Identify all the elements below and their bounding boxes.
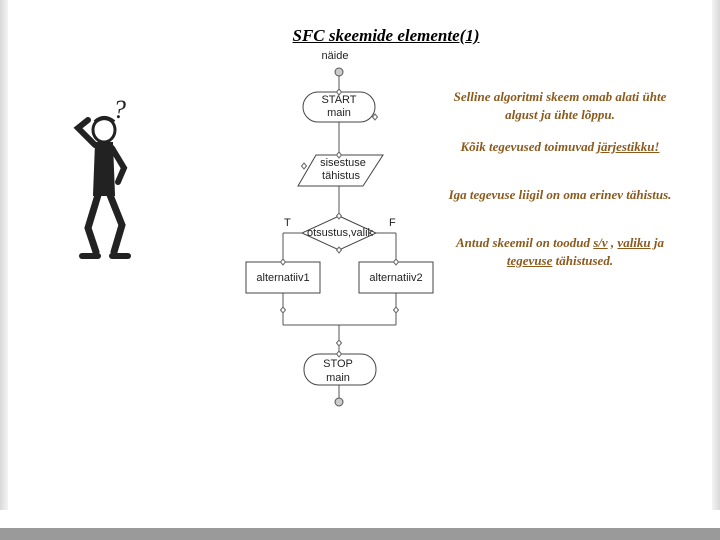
start-label-line1: START	[321, 94, 356, 106]
port-marker	[279, 306, 287, 314]
alternative1-label: alternatiiv1	[256, 272, 309, 284]
port-marker	[335, 151, 343, 159]
port-marker	[335, 246, 343, 254]
sequential-emphasis: järjestikku!	[597, 139, 660, 154]
action-term: tegevuse	[506, 253, 553, 268]
note-sequential-text: Kõik tegevused toimuvad	[460, 139, 598, 154]
port-marker	[300, 162, 308, 170]
port-marker	[335, 350, 343, 358]
port-marker	[392, 258, 400, 266]
port-marker	[335, 88, 343, 96]
right-edge-decoration	[712, 0, 720, 510]
start-node-dot	[334, 67, 344, 77]
top-label: näide	[322, 50, 349, 62]
port-marker	[335, 212, 343, 220]
port-marker	[392, 306, 400, 314]
selection-term: valiku	[617, 235, 651, 250]
end-node-dot	[334, 397, 344, 407]
alternative2-label: alternatiiv2	[369, 272, 422, 284]
stop-label-line1: STOP	[323, 358, 353, 370]
note-shown-symbols: Antud skeemil on toodud s/v , valiku ja …	[445, 234, 675, 270]
port-marker	[335, 339, 343, 347]
port-marker	[279, 258, 287, 266]
decision-label: otsustus,valik	[307, 227, 374, 239]
note-shown-sep2: ja	[650, 235, 665, 250]
left-edge-decoration	[0, 0, 8, 510]
note-distinct-symbols: Iga tegevuse liigil on oma erinev tähist…	[448, 187, 672, 202]
slide-title: SFC skeemide elemente(1)	[292, 26, 480, 45]
note-sequential: Kõik tegevused toimuvad järjestikku!	[445, 138, 675, 156]
note-single-start-end: Selline algoritmi skeem omab alati ühte …	[453, 89, 667, 122]
note-shown-suffix: tähistused.	[552, 253, 614, 268]
alternative1-box	[245, 261, 321, 294]
false-branch-label: F	[389, 217, 396, 229]
note-shown-sep1: ,	[607, 235, 618, 250]
true-branch-label: T	[284, 217, 291, 229]
port-marker	[371, 113, 379, 121]
note-shown-prefix: Antud skeemil on toodud	[455, 235, 594, 250]
io-term: s/v	[593, 235, 608, 250]
question-mark: ?	[113, 95, 126, 124]
input-label-line1: sisestuse	[320, 157, 366, 169]
start-label-line2: main	[327, 107, 351, 119]
stop-label-line2: main	[326, 372, 350, 384]
input-parallelogram	[297, 154, 384, 187]
figure-icon	[73, 116, 131, 259]
bottom-band	[0, 528, 720, 540]
input-label-line2: tähistus	[322, 170, 360, 182]
